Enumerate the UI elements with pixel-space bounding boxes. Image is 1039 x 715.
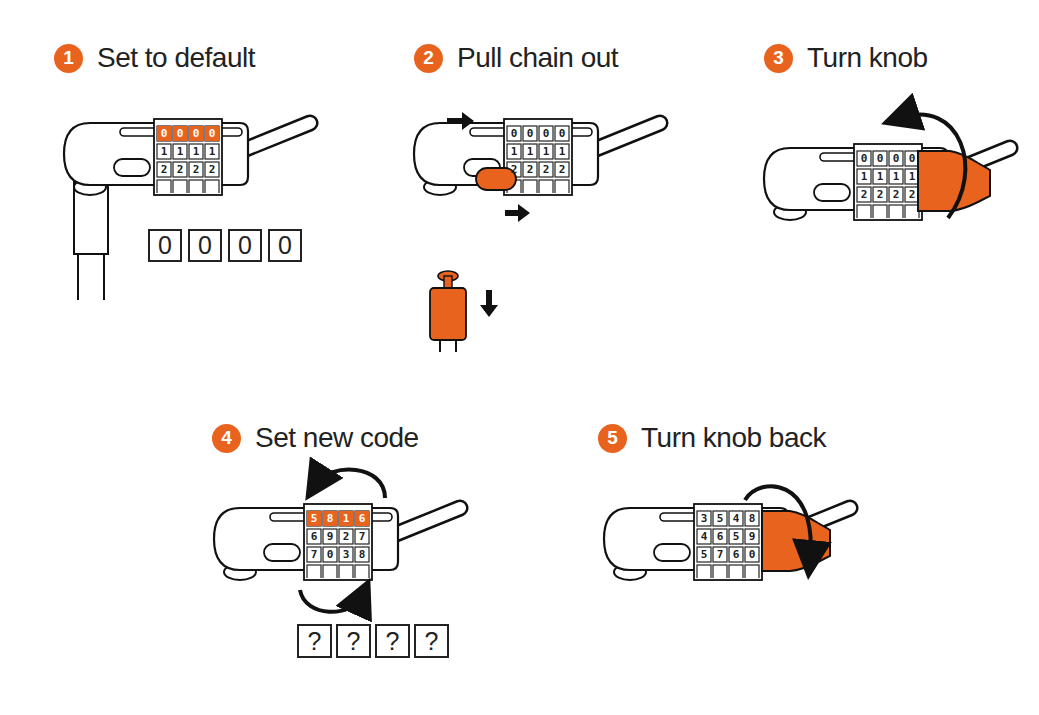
code-box: 0 (188, 229, 222, 262)
code-box: ? (336, 624, 371, 658)
wheel-digit: 7 (713, 547, 727, 562)
wheel-digit: 5 (729, 529, 743, 544)
wheel-digit: 1 (189, 144, 203, 159)
wheel-digit: 0 (173, 126, 187, 141)
wheel-digit: 1 (857, 169, 871, 184)
wheel-digit: 8 (745, 511, 759, 526)
code-digit: 0 (238, 231, 252, 260)
code-digit: ? (308, 627, 322, 656)
wheel-digit: 0 (555, 126, 569, 141)
step-title: Turn knob back (641, 422, 826, 454)
wheel-digit: 1 (889, 169, 903, 184)
wheel-digit: 2 (523, 162, 537, 177)
code-digit: 0 (278, 231, 292, 260)
wheel-digit: 6 (729, 547, 743, 562)
wheel-digit: 0 (323, 547, 337, 562)
wheel-digit: 4 (729, 511, 743, 526)
wheel-digit: 9 (745, 529, 759, 544)
code-box: 0 (268, 229, 302, 262)
wheel-digit: 1 (157, 144, 171, 159)
wheel-digit: 2 (905, 187, 919, 202)
code-box: ? (414, 624, 449, 658)
step-heading: 4 Set new code (212, 422, 419, 454)
wheel-digit: 0 (905, 151, 919, 166)
step-number: 3 (764, 44, 793, 73)
wheel-digit: 1 (205, 144, 219, 159)
wheel-digit: 2 (189, 162, 203, 177)
wheel-digit: 1 (539, 144, 553, 159)
step-heading: 5 Turn knob back (598, 422, 826, 454)
wheel-digit: 0 (857, 151, 871, 166)
wheel-digit: 2 (173, 162, 187, 177)
step-heading: 2 Pull chain out (414, 42, 618, 74)
code-digit: 0 (158, 231, 172, 260)
wheel-digit: 0 (507, 126, 521, 141)
wheel-digit: 2 (205, 162, 219, 177)
wheel-digit: 0 (157, 126, 171, 141)
wheel-digit: 0 (205, 126, 219, 141)
step-title: Set new code (255, 422, 419, 454)
step-title: Turn knob (807, 42, 928, 74)
wheel-digit: 2 (555, 162, 569, 177)
wheel-digit: 1 (173, 144, 187, 159)
code-box: 0 (148, 229, 182, 262)
wheel-digit: 2 (339, 529, 353, 544)
code-box: 0 (228, 229, 262, 262)
wheel-digit: 0 (873, 151, 887, 166)
wheel-digit: 1 (339, 511, 353, 526)
step-number: 4 (212, 424, 241, 453)
wheel-digit: 2 (539, 162, 553, 177)
wheel-digit: 5 (713, 511, 727, 526)
wheel-digit: 9 (323, 529, 337, 544)
wheel-digit: 7 (307, 547, 321, 562)
wheel-digit: 3 (697, 511, 711, 526)
wheel-digit: 2 (157, 162, 171, 177)
wheel-digit: 8 (355, 547, 369, 562)
wheel-digit: 2 (873, 187, 887, 202)
wheel-digit: 6 (355, 511, 369, 526)
wheel-digit: 0 (189, 126, 203, 141)
wheel-digit: 6 (307, 529, 321, 544)
wheel-digit: 0 (745, 547, 759, 562)
wheel-digit: 2 (889, 187, 903, 202)
step-heading: 1 Set to default (54, 42, 255, 74)
wheel-digit: 1 (905, 169, 919, 184)
step-title: Pull chain out (457, 42, 618, 74)
wheel-digit: 0 (539, 126, 553, 141)
wheel-digit: 5 (307, 511, 321, 526)
wheel-digit: 1 (873, 169, 887, 184)
wheel-digit: 1 (555, 144, 569, 159)
step-number: 5 (598, 424, 627, 453)
code-digit: ? (347, 627, 361, 656)
wheel-digit: 0 (889, 151, 903, 166)
code-digit: ? (425, 627, 439, 656)
wheel-digit: 2 (507, 162, 521, 177)
step-number: 1 (54, 44, 83, 73)
step-number: 2 (414, 44, 443, 73)
code-digit: ? (386, 627, 400, 656)
step-heading: 3 Turn knob (764, 42, 928, 74)
step-title: Set to default (97, 42, 255, 74)
wheel-digit: 5 (697, 547, 711, 562)
wheel-digit: 7 (355, 529, 369, 544)
wheel-digit: 2 (857, 187, 871, 202)
wheel-digit: 0 (523, 126, 537, 141)
code-digit: 0 (198, 231, 212, 260)
wheel-digit: 6 (713, 529, 727, 544)
code-box: ? (297, 624, 332, 658)
wheel-digit: 1 (523, 144, 537, 159)
wheel-digit: 8 (323, 511, 337, 526)
wheel-digit: 3 (339, 547, 353, 562)
wheel-digit: 4 (697, 529, 711, 544)
code-box: ? (375, 624, 410, 658)
wheel-digit: 1 (507, 144, 521, 159)
